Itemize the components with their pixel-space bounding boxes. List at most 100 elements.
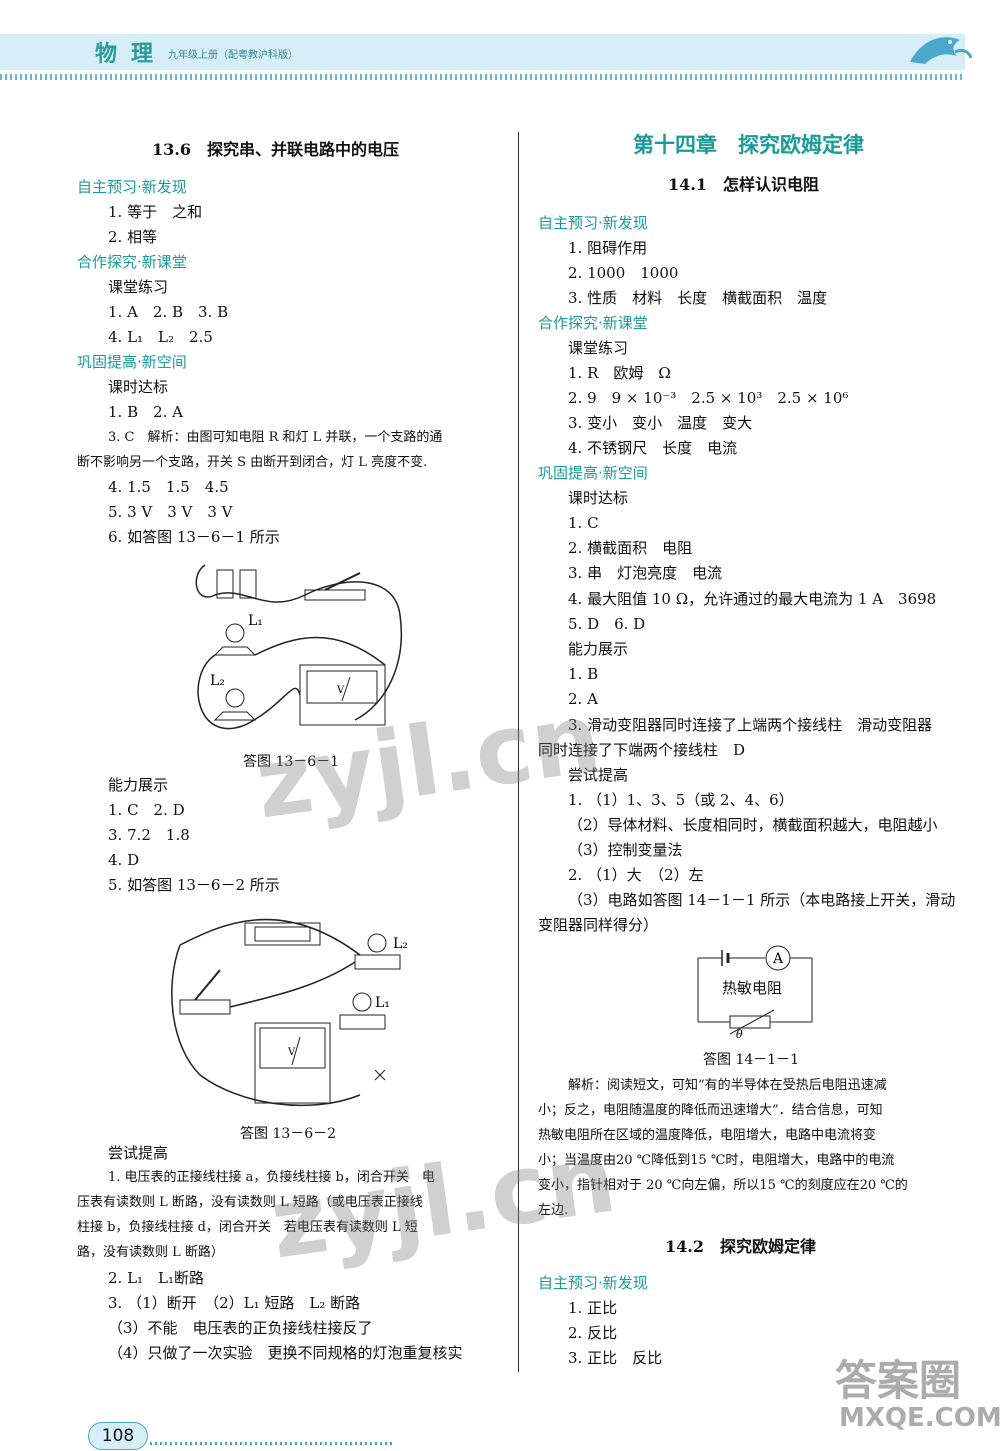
answer-line: 1. （1）1、3、5（或 2、4、6） <box>568 791 794 809</box>
answer-line: 4. 不锈钢尺 长度 电流 <box>568 439 738 457</box>
answer-line: 3. 7.2 1.8 <box>108 826 190 844</box>
subheading: 课时达标 <box>108 378 169 396</box>
page-number: 108 <box>88 1422 148 1450</box>
section-heading: 巩固提高·新空间 <box>538 464 648 482</box>
section-heading: 自主预习·新发现 <box>538 214 648 232</box>
answer-line: 1. 阻碍作用 <box>568 239 648 257</box>
ammeter-label: A <box>772 951 784 967</box>
header-dots <box>0 74 965 80</box>
answer-line: 同时连接了下端两个接线柱 D <box>538 741 746 759</box>
label-voltmeter: V <box>336 685 345 696</box>
section-title-13-6: 13.6 探究串、并联电路中的电压 <box>152 140 399 159</box>
subheading: 课时达标 <box>568 489 629 507</box>
answer-line: 2. A <box>568 690 598 708</box>
answer-line: 6. 如答图 13－6－1 所示 <box>108 528 280 546</box>
header-subject: 物理 <box>95 41 168 67</box>
page-footer <box>0 1415 1000 1451</box>
answer-line: 1. A 2. B 3. B <box>108 303 229 321</box>
answer-line: 3. 性质 材料 长度 横截面积 温度 <box>568 289 828 307</box>
answer-line: 断不影响另一个支路，开关 S 由断开到闭合，灯 L 亮度不变. <box>77 455 428 470</box>
label-l1: L₁ <box>248 613 263 629</box>
answer-line: 4. 1.5 1.5 4.5 <box>108 478 229 496</box>
page-header: 物理 九年级上册（配粤教沪科版） <box>0 0 1000 90</box>
answer-line: 1. B 2. A <box>108 403 184 421</box>
explanation-line: 小；当温度由20 ℃降低到15 ℃时，电阻增大，电路中的电流 <box>538 1153 895 1168</box>
answer-line: 2. 相等 <box>108 228 158 246</box>
section-heading: 合作探究·新课堂 <box>538 314 648 332</box>
answer-line: 2. 1000 1000 <box>568 264 679 282</box>
label-voltmeter: V <box>287 1047 296 1058</box>
answer-line: 3. 变小 变小 温度 变大 <box>568 414 753 432</box>
label-l1: L₁ <box>375 995 390 1011</box>
answer-line: 3. 串 灯泡亮度 电流 <box>568 564 723 582</box>
section-heading: 自主预习·新发现 <box>538 1274 648 1292</box>
answer-line: 2. 9 9 × 10⁻³ 2.5 × 10³ 2.5 × 10⁶ <box>568 389 849 407</box>
section-heading: 合作探究·新课堂 <box>77 253 187 271</box>
answer-line: 2. 横截面积 电阻 <box>568 539 693 557</box>
header-band <box>0 34 965 70</box>
section-title-14-1: 14.1 怎样认识电阻 <box>668 175 819 194</box>
answer-line: 4. D <box>108 851 140 869</box>
thermistor-label: 热敏电阻 <box>722 979 783 997</box>
answer-line: （3）电路如答图 14－1－1 所示（本电路接上开关，滑动 <box>568 891 956 909</box>
answer-line: 1. 正比 <box>568 1299 618 1317</box>
section-title-14-2: 14.2 探究欧姆定律 <box>665 1237 816 1256</box>
answer-line: 柱接 b，负接线柱接 d，闭合开关 若电压表有读数则 L 短 <box>77 1220 418 1235</box>
subheading: 能力展示 <box>568 640 629 658</box>
answer-line: 5. D 6. D <box>568 615 646 633</box>
answer-line: 3. 正比 反比 <box>568 1349 663 1367</box>
explanation-line: 热敏电阻所在区域的温度降低，电阻增大，电路中电流将变 <box>538 1128 877 1143</box>
explanation-line: 变小，指针相对于 20 ℃向左偏，所以15 ℃的刻度应在20 ℃的 <box>538 1178 908 1193</box>
answer-line: （2）导体材料、长度相同时，横截面积越大，电阻越小 <box>568 816 938 834</box>
answer-line: 变阻器同样得分） <box>538 916 659 934</box>
answer-line: 压表有读数则 L 断路，没有读数则 L 短路（或电压表正接线 <box>77 1195 423 1210</box>
figure-caption: 答图 14－1－1 <box>703 1052 800 1068</box>
subheading: 课堂练习 <box>568 339 629 357</box>
answer-line: （4）只做了一次实验 更换不同规格的灯泡重复核实 <box>108 1344 463 1362</box>
subheading: 尝试提高 <box>568 766 629 784</box>
explanation-line: 解析：阅读短文，可知“有的半导体在受热后电阻迅速减 <box>568 1078 887 1093</box>
answer-line: 路，没有读数则 L 断路） <box>77 1245 224 1260</box>
circuit-figure-13-6-1: L₁ L₂ V <box>195 564 402 730</box>
answer-line: 1. R 欧姆 Ω <box>568 364 671 382</box>
answer-line: 1. C <box>568 514 599 532</box>
chapter-title: 第十四章 探究欧姆定律 <box>633 132 864 157</box>
section-heading: 自主预习·新发现 <box>77 178 187 196</box>
section-heading: 巩固提高·新空间 <box>77 353 187 371</box>
answer-line: 3. 滑动变阻器同时连接了上端两个接线柱 滑动变阻器 <box>568 716 933 734</box>
subheading: 能力展示 <box>108 776 169 794</box>
answer-line: 5. 如答图 13－6－2 所示 <box>108 876 280 894</box>
watermark: zyjl.cn <box>263 1121 623 1281</box>
answer-line: 1. B <box>568 665 599 683</box>
figure-caption: 答图 13－6－1 <box>243 754 340 770</box>
subheading: 尝试提高 <box>108 1144 169 1162</box>
answer-line: （3）不能 电压表的正负接线柱接反了 <box>108 1319 373 1337</box>
answer-line: 1. C 2. D <box>108 801 185 819</box>
explanation-line: 小；反之，电阻随温度的降低而迅速增大”．结合信息，可知 <box>538 1103 883 1118</box>
dolphin-icon <box>910 37 973 64</box>
circuit-figure-14-1-1: A θ <box>697 945 813 1040</box>
answer-line: 1. 电压表的正接线柱接 a，负接线柱接 b，闭合开关 电 <box>108 1170 435 1185</box>
answer-line: 3. C 解析：由图可知电阻 R 和灯 L 并联，一个支路的通 <box>108 430 443 445</box>
header-subtitle: 九年级上册（配粤教沪科版） <box>168 50 298 61</box>
circuit-figure-13-6-2: L₂ L₁ V <box>171 918 408 1107</box>
answer-line: 4. 最大阻值 10 Ω，允许通过的最大电流为 1 A 3698 <box>568 590 937 608</box>
explanation-line: 左边. <box>538 1203 569 1218</box>
answer-line: 5. 3 V 3 V 3 V <box>108 503 233 521</box>
footer-dots <box>150 1442 395 1445</box>
column-divider <box>518 132 519 1372</box>
logo-url: MXQE.COM <box>839 1403 1000 1433</box>
answer-line: 3. （1）断开 （2）L₁ 短路 L₂ 断路 <box>108 1294 361 1312</box>
subheading: 课堂练习 <box>108 278 169 296</box>
answer-line: 2. （1）大 （2）左 <box>568 866 704 884</box>
answer-line: 2. L₁ L₁断路 <box>108 1269 205 1287</box>
answer-line: 4. L₁ L₂ 2.5 <box>108 328 213 346</box>
answer-line: 1. 等于 之和 <box>108 203 203 221</box>
figure-caption: 答图 13－6－2 <box>240 1126 337 1142</box>
site-logo: 答案圈 MXQE.COM <box>835 1356 1000 1433</box>
answer-line: 2. 反比 <box>568 1324 618 1342</box>
label-l2: L₂ <box>393 936 408 952</box>
logo-text: 答案圈 <box>835 1356 962 1405</box>
answer-line: （3）控制变量法 <box>568 841 683 859</box>
label-l2: L₂ <box>210 673 225 689</box>
